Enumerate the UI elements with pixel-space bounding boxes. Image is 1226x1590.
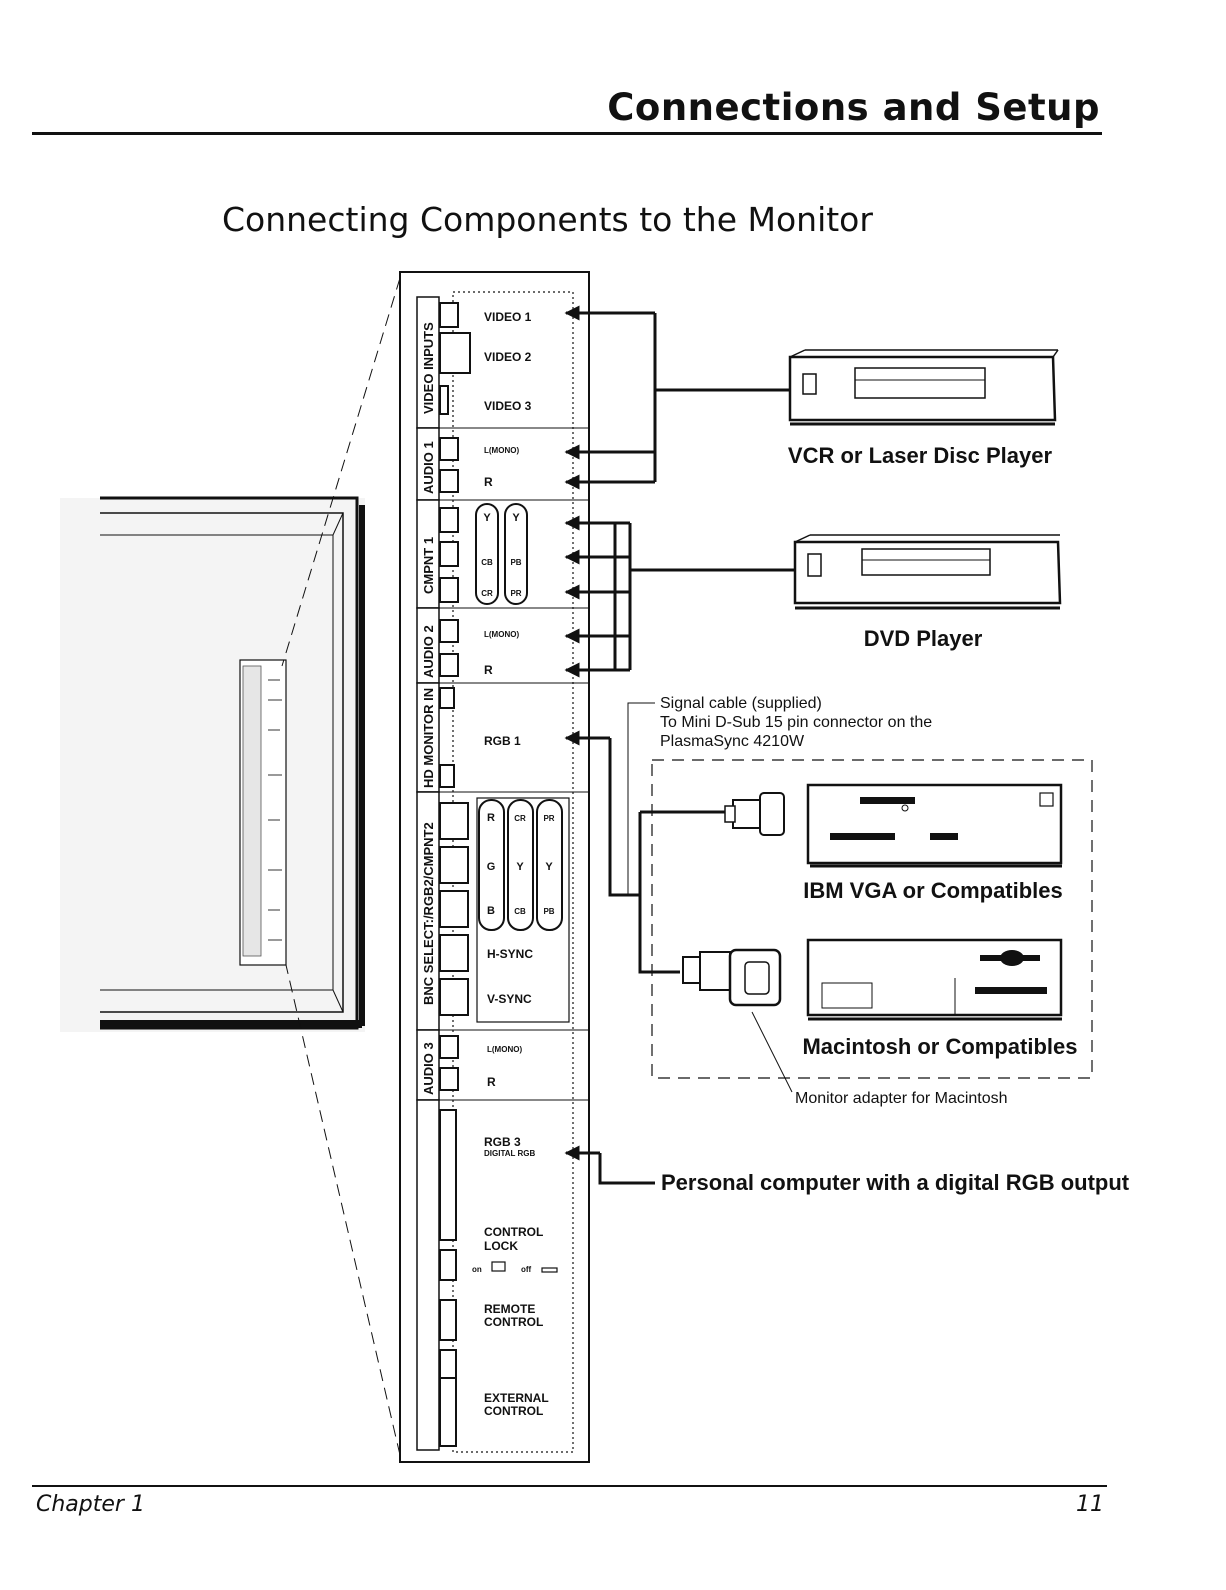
bnc-c-2: CB bbox=[514, 907, 526, 916]
bnc-c-0: CR bbox=[514, 814, 526, 823]
signal-cable-note-line1: Signal cable (supplied) bbox=[660, 695, 822, 712]
cmpnt1-b-2: PR bbox=[510, 589, 521, 598]
cmpnt1-a-0: Y bbox=[483, 512, 491, 524]
port-external-line1: EXTERNAL bbox=[484, 1391, 549, 1405]
bnc-rgb-1: G bbox=[487, 861, 496, 873]
bnc-oval-rgb bbox=[478, 799, 505, 931]
bnc-oval-p bbox=[536, 799, 563, 931]
dvd-device-icon bbox=[793, 534, 1062, 610]
dvd-label: DVD Player bbox=[864, 626, 983, 651]
mac-label: Macintosh or Compatibles bbox=[802, 1034, 1077, 1059]
port-rgb-1: RGB 1 bbox=[484, 734, 521, 748]
footer-page-number: 11 bbox=[1076, 1492, 1104, 1517]
cmpnt1-b-0: Y bbox=[512, 512, 520, 524]
port-audio3-r: R bbox=[487, 1075, 496, 1089]
digital-pc-label: Personal computer with a digital RGB out… bbox=[661, 1170, 1130, 1195]
cmpnt1-oval-a bbox=[475, 503, 499, 605]
cmpnt1-a-1: CB bbox=[481, 558, 493, 567]
signal-cable-note-line3: PlasmaSync 4210W bbox=[660, 733, 805, 750]
bnc-p-1: Y bbox=[545, 861, 553, 873]
cmpnt1-oval-b bbox=[504, 503, 528, 605]
port-audio2-r: R bbox=[484, 663, 493, 677]
header-rule bbox=[32, 132, 1102, 135]
mac-adapter-leader bbox=[751, 1011, 793, 1093]
group-label-audio-1: AUDIO 1 bbox=[421, 441, 436, 494]
lock-off-switch-icon bbox=[541, 1267, 558, 1273]
lock-off-label: off bbox=[521, 1265, 532, 1274]
ibm-pc-icon bbox=[806, 783, 1063, 868]
ibm-label: IBM VGA or Compatibles bbox=[803, 878, 1063, 903]
mac-adapter-note: Monitor adapter for Macintosh bbox=[795, 1090, 1008, 1107]
port-video-2: VIDEO 2 bbox=[484, 350, 532, 364]
port-remote-line2: CONTROL bbox=[484, 1315, 543, 1329]
port-control-lock-line2: LOCK bbox=[484, 1239, 518, 1253]
group-label-audio-3: AUDIO 3 bbox=[421, 1042, 436, 1095]
bnc-p-0: PR bbox=[543, 814, 554, 823]
port-rgb-3-sub: DIGITAL RGB bbox=[484, 1149, 535, 1158]
bnc-rgb-2: B bbox=[487, 905, 495, 917]
vga-connector-icon bbox=[724, 792, 785, 836]
vcr-label: VCR or Laser Disc Player bbox=[788, 443, 1053, 468]
bnc-c-1: Y bbox=[516, 861, 524, 873]
connector-panel: VIDEO INPUTS AUDIO 1 CMPNT 1 AUDIO 2 HD … bbox=[399, 271, 590, 1463]
group-label-audio-2: AUDIO 2 bbox=[421, 625, 436, 678]
port-external-line2: CONTROL bbox=[484, 1404, 543, 1418]
cable-lines bbox=[564, 305, 795, 1185]
port-control-lock-line1: CONTROL bbox=[484, 1225, 543, 1239]
signal-cable-leader bbox=[627, 702, 655, 895]
port-audio3-l: L(MONO) bbox=[487, 1045, 522, 1054]
bnc-oval-c bbox=[507, 799, 534, 931]
port-remote-line1: REMOTE bbox=[484, 1302, 535, 1316]
footer-rule bbox=[32, 1485, 1107, 1487]
vcr-device-icon bbox=[788, 349, 1059, 426]
port-audio2-l: L(MONO) bbox=[484, 630, 519, 639]
signal-cable-note-line2: To Mini D-Sub 15 pin connector on the bbox=[660, 714, 932, 731]
port-video-3: VIDEO 3 bbox=[484, 399, 532, 413]
group-label-hd-monitor-in: HD MONITOR IN bbox=[421, 688, 436, 788]
port-rgb-3: RGB 3 bbox=[484, 1135, 521, 1149]
monitor-rear-illustration bbox=[60, 277, 401, 1456]
bnc-rgb-0: R bbox=[487, 812, 495, 824]
port-v-sync: V-SYNC bbox=[487, 992, 532, 1006]
group-label-cmpnt-1: CMPNT 1 bbox=[421, 537, 436, 594]
lock-on-switch-icon bbox=[491, 1261, 506, 1272]
cmpnt1-b-1: PB bbox=[510, 558, 521, 567]
computers-group-box bbox=[651, 759, 1093, 1079]
footer-chapter: Chapter 1 bbox=[36, 1492, 145, 1517]
port-h-sync: H-SYNC bbox=[487, 947, 533, 961]
port-video-1: VIDEO 1 bbox=[484, 310, 532, 324]
port-audio1-r: R bbox=[484, 475, 493, 489]
mac-pc-icon bbox=[806, 938, 1063, 1021]
page-heading: Connecting Components to the Monitor bbox=[222, 200, 873, 239]
section-title: Connections and Setup bbox=[607, 86, 1100, 129]
cmpnt1-a-2: CR bbox=[481, 589, 493, 598]
bnc-p-2: PB bbox=[543, 907, 554, 916]
group-label-bnc-select: BNC SELECT:/RGB2/CMPNT2 bbox=[421, 822, 436, 1005]
mac-adapter-icon bbox=[682, 948, 782, 1007]
group-label-video-inputs: VIDEO INPUTS bbox=[421, 322, 436, 414]
port-audio1-l: L(MONO) bbox=[484, 446, 519, 455]
lock-on-label: on bbox=[472, 1265, 482, 1274]
